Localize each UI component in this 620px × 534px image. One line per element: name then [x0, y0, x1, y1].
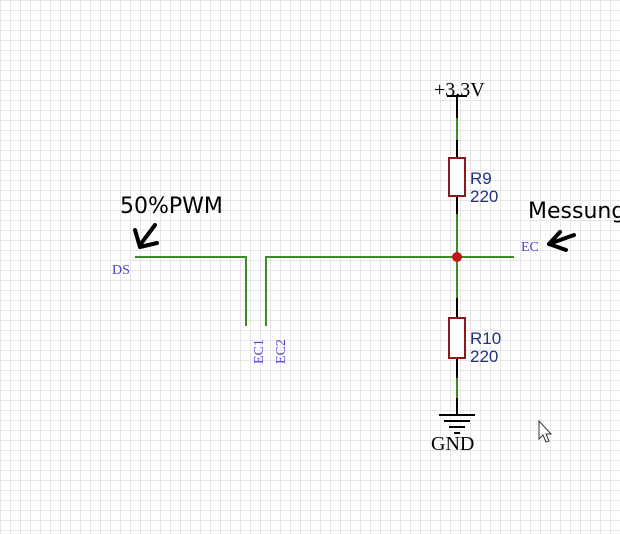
vcc-label: +3.3V [434, 79, 485, 101]
arrow-left-icon [547, 230, 576, 252]
ground-symbol[interactable]: GND [431, 414, 475, 455]
resistor-r9-body-icon [448, 157, 466, 197]
net-label-ec[interactable]: EC [521, 240, 539, 255]
annotation-50pwm: 50%PWM [120, 194, 223, 219]
arrow-down-left-icon [133, 223, 159, 249]
mouse-pointer-icon [538, 419, 553, 443]
annotation-messung: Messung [528, 199, 620, 224]
wire-ds-ec1[interactable] [135, 256, 247, 326]
junction-dot [452, 252, 462, 262]
r10-ref-label: R10 [470, 329, 501, 348]
r10-value-label: 220 [470, 347, 498, 366]
r9-value-label: 220 [470, 187, 498, 206]
resistor-r10[interactable]: R10 220 [448, 317, 501, 366]
wire-ec2-ec[interactable] [265, 256, 514, 326]
r9-ref-label: R9 [470, 169, 492, 188]
resistor-r9[interactable]: R9 220 [448, 157, 498, 206]
resistor-r10-body-icon [448, 317, 466, 359]
gnd-label: GND [431, 433, 474, 455]
net-label-ec1[interactable]: EC1 [252, 339, 267, 364]
vcc-supply[interactable]: +3.3V [434, 79, 485, 101]
net-label-ds[interactable]: DS [112, 263, 130, 278]
net-label-ec2[interactable]: EC2 [274, 339, 289, 364]
